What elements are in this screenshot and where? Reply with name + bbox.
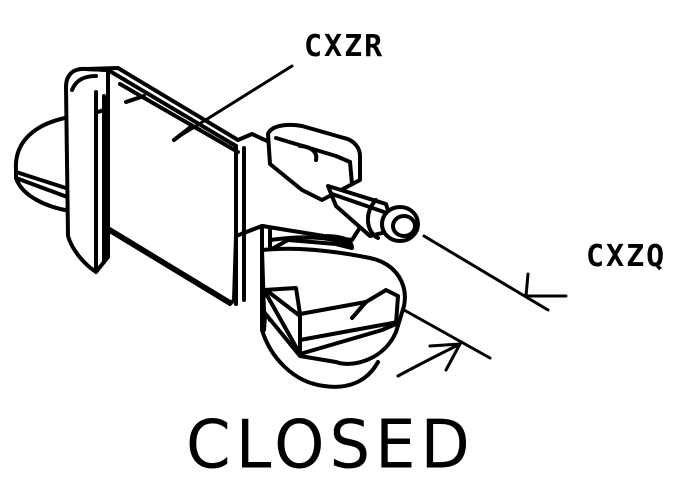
- state-caption: CLOSED: [186, 406, 475, 484]
- pin-housing: [266, 123, 362, 202]
- rotation-arrow: [396, 308, 492, 378]
- pin-shaft: [326, 184, 420, 243]
- left-flange: [13, 115, 74, 213]
- cxzq-leader: [422, 234, 568, 312]
- callout-label-cxzr: CXZR: [304, 29, 385, 64]
- callout-label-cxzq: CXZQ: [586, 239, 667, 274]
- right-flange: [260, 246, 407, 389]
- cxzr-leader: [178, 64, 294, 138]
